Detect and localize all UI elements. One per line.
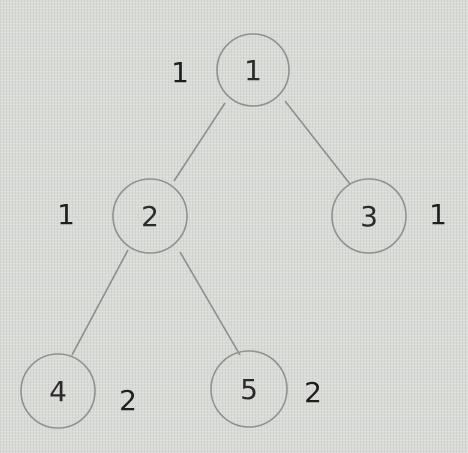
node-1-weight: 1 [171,56,189,89]
edge-1-3 [284,100,351,185]
node-4-circle [20,353,96,429]
node-1-circle [216,33,290,107]
node-2-weight: 1 [57,198,75,231]
node-2-label: 2 [141,200,159,233]
node-5: 5 [210,350,288,428]
node-4-weight: 2 [119,384,137,417]
node-1: 1 [216,33,290,107]
edge-2-4 [71,249,129,356]
node-5-circle [210,350,288,428]
node-4: 4 [20,353,96,429]
node-3-weight: 1 [429,198,447,231]
node-3: 3 [331,178,407,254]
node-5-weight: 2 [304,376,322,409]
node-1-label: 1 [244,54,262,87]
node-2-circle [112,178,188,254]
node-2: 2 [112,178,188,254]
node-3-circle [331,178,407,254]
edge-1-2 [173,102,226,182]
edge-2-5 [179,251,241,356]
node-4-label: 4 [49,375,67,408]
node-5-label: 5 [240,373,258,406]
node-3-label: 3 [360,200,378,233]
